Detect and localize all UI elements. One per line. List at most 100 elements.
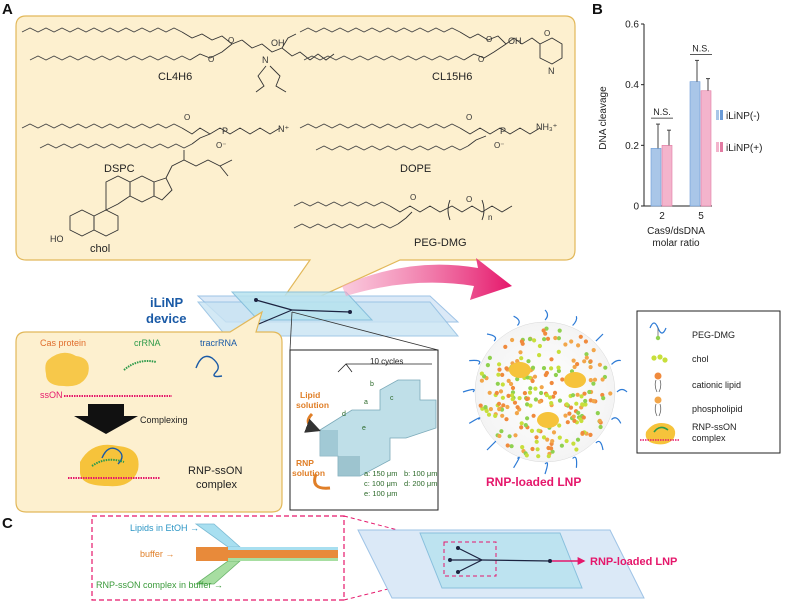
svg-text:N⁺: N⁺ xyxy=(278,124,289,134)
lnp-lipid-dot xyxy=(568,405,574,410)
chart-ytick-label-2: 0.4 xyxy=(625,80,639,91)
lnp-lipid-dot xyxy=(484,408,489,414)
lnp-lipid-dot xyxy=(518,350,523,355)
process-arrow xyxy=(342,258,512,300)
lnp-lipid-dot xyxy=(600,377,605,382)
chart-legend-swatch-a-1 xyxy=(716,142,719,152)
lnp-lipid-dot xyxy=(525,416,530,421)
lnp-lipid-dot xyxy=(549,357,554,362)
rnp-complex-line2: complex xyxy=(196,479,237,491)
rnp-solution-line1: RNP xyxy=(296,458,314,468)
lnp-lipid-dot xyxy=(584,352,589,357)
svg-text:P: P xyxy=(222,126,228,136)
panel-label-c: C xyxy=(2,515,13,532)
panel-label-a: A xyxy=(2,1,13,18)
lnp-lipid-dot xyxy=(499,429,504,434)
lnp-lipid-dot xyxy=(527,390,533,395)
complexing-arrow xyxy=(74,404,138,434)
lnp-lipid-dot xyxy=(531,413,536,418)
channel-letter-c: c xyxy=(390,395,394,402)
lnp-lipid-dot xyxy=(559,443,565,448)
lnp-lipid-dot xyxy=(574,401,579,406)
channel-letter-b: b xyxy=(370,381,374,388)
lnp-lipid-dot xyxy=(524,396,530,402)
lnp-lipid-dot xyxy=(500,413,505,418)
lnp-lipid-dot xyxy=(556,365,561,370)
peg-dmg-structure: O O n PEG-DMG xyxy=(293,193,513,249)
lnp-lipid-dot xyxy=(567,411,572,416)
lnp-lipid-dot xyxy=(497,362,502,367)
lnp-lipid-dot xyxy=(560,377,565,382)
lnp-lipid-dot xyxy=(563,342,568,347)
lnp-lipid-dot xyxy=(583,398,588,404)
lnp-peg-chain xyxy=(544,462,549,475)
lnp-lipid-dot xyxy=(588,378,593,383)
lnp-lipid-dot xyxy=(539,385,544,390)
lnp-peg-chain xyxy=(572,456,578,468)
lnp-lipid-dot xyxy=(506,393,511,398)
channel-detail-inset: 10 cycles xyxy=(289,311,439,511)
lnp-lipid-dot xyxy=(532,374,538,379)
svg-text:O: O xyxy=(478,55,484,64)
lnp-lipid-dot xyxy=(529,428,535,433)
ilinp-device xyxy=(196,291,460,337)
lnp-lipid-dot xyxy=(528,386,533,391)
chol-label: chol xyxy=(90,243,110,255)
lnp-lipid-dot xyxy=(536,428,541,433)
lnp-lipid-dot xyxy=(485,363,490,368)
lnp-lipid-dot xyxy=(487,355,492,360)
lipid-solution-line1: Lipid xyxy=(300,390,320,400)
lnp-lipid-dot xyxy=(557,398,563,403)
lnp-peg-chain xyxy=(462,388,475,393)
lnp-lipid-dot xyxy=(534,435,539,440)
chart-bar-iLiNP(+)-5 xyxy=(700,90,712,207)
lnp-lipid-dot xyxy=(591,399,596,404)
cl15h6-structure: O O OH N O CL15H6 xyxy=(299,27,563,83)
chart-legend-0: iLiNP(-) xyxy=(726,111,760,122)
chart-category-0: 2 xyxy=(659,211,665,222)
chart-bar-iLiNP(-)-5 xyxy=(689,81,701,207)
lnp-lipid-dot xyxy=(588,365,593,370)
svg-text:O⁻: O⁻ xyxy=(494,141,504,150)
lnp-lipid-dot xyxy=(539,390,544,396)
lnp-lipid-dot xyxy=(494,390,499,396)
dspc-label: DSPC xyxy=(104,163,135,175)
lnp-peg-chain xyxy=(595,440,604,451)
svg-text:O: O xyxy=(184,113,190,122)
cas-protein-label: Cas protein xyxy=(40,338,86,348)
lnp-lipid-dot xyxy=(487,390,492,395)
lipid-solution-line2: solution xyxy=(296,400,329,410)
lnp-lipid-dot xyxy=(591,348,596,353)
lnp-lipid-dot xyxy=(509,393,515,398)
lnp-lipid-dot xyxy=(583,339,589,344)
lnp-lipid-dot xyxy=(545,437,550,442)
lnp-lipid-dot xyxy=(514,411,520,416)
lnp-lipid-dot xyxy=(544,370,550,376)
lnp-lipid-dot xyxy=(553,335,558,341)
chol-ho: HO xyxy=(50,234,64,244)
cas-protein-icon xyxy=(45,352,89,387)
lnp-lipid-dot xyxy=(584,355,589,360)
lnp-lipid-dot xyxy=(522,391,528,396)
lnp-lipid-dot xyxy=(541,366,547,371)
lnp-lipid-dot xyxy=(587,389,592,395)
lnp-lipid-dot xyxy=(500,395,505,400)
lnp-lipid-dot xyxy=(505,443,510,448)
lnp-lipid-dot xyxy=(571,441,576,446)
peg-dmg-label: PEG-DMG xyxy=(414,237,467,249)
lnp-lipid-dot xyxy=(556,349,561,354)
rnp-in-buffer-label: RNP-ssON complex in buffer → xyxy=(96,580,223,590)
lnp-lipid-dot xyxy=(534,439,539,444)
dim-e: e: 100 μm xyxy=(364,489,398,498)
lnp-lipid-dot xyxy=(572,364,577,370)
lnp-lipid-dot xyxy=(550,439,555,444)
chart-sig-label-0: N.S. xyxy=(653,107,671,117)
lnp-lipid-dot xyxy=(497,433,502,439)
rnp-sson-complex-icon xyxy=(68,444,160,487)
lnp-lipid-dot xyxy=(547,395,553,400)
lnp-lipid-dot xyxy=(578,334,583,339)
lnp-lipid-dot xyxy=(530,365,536,370)
lnp-lipid-dot xyxy=(533,397,539,402)
panel-label-b: B xyxy=(592,1,603,18)
